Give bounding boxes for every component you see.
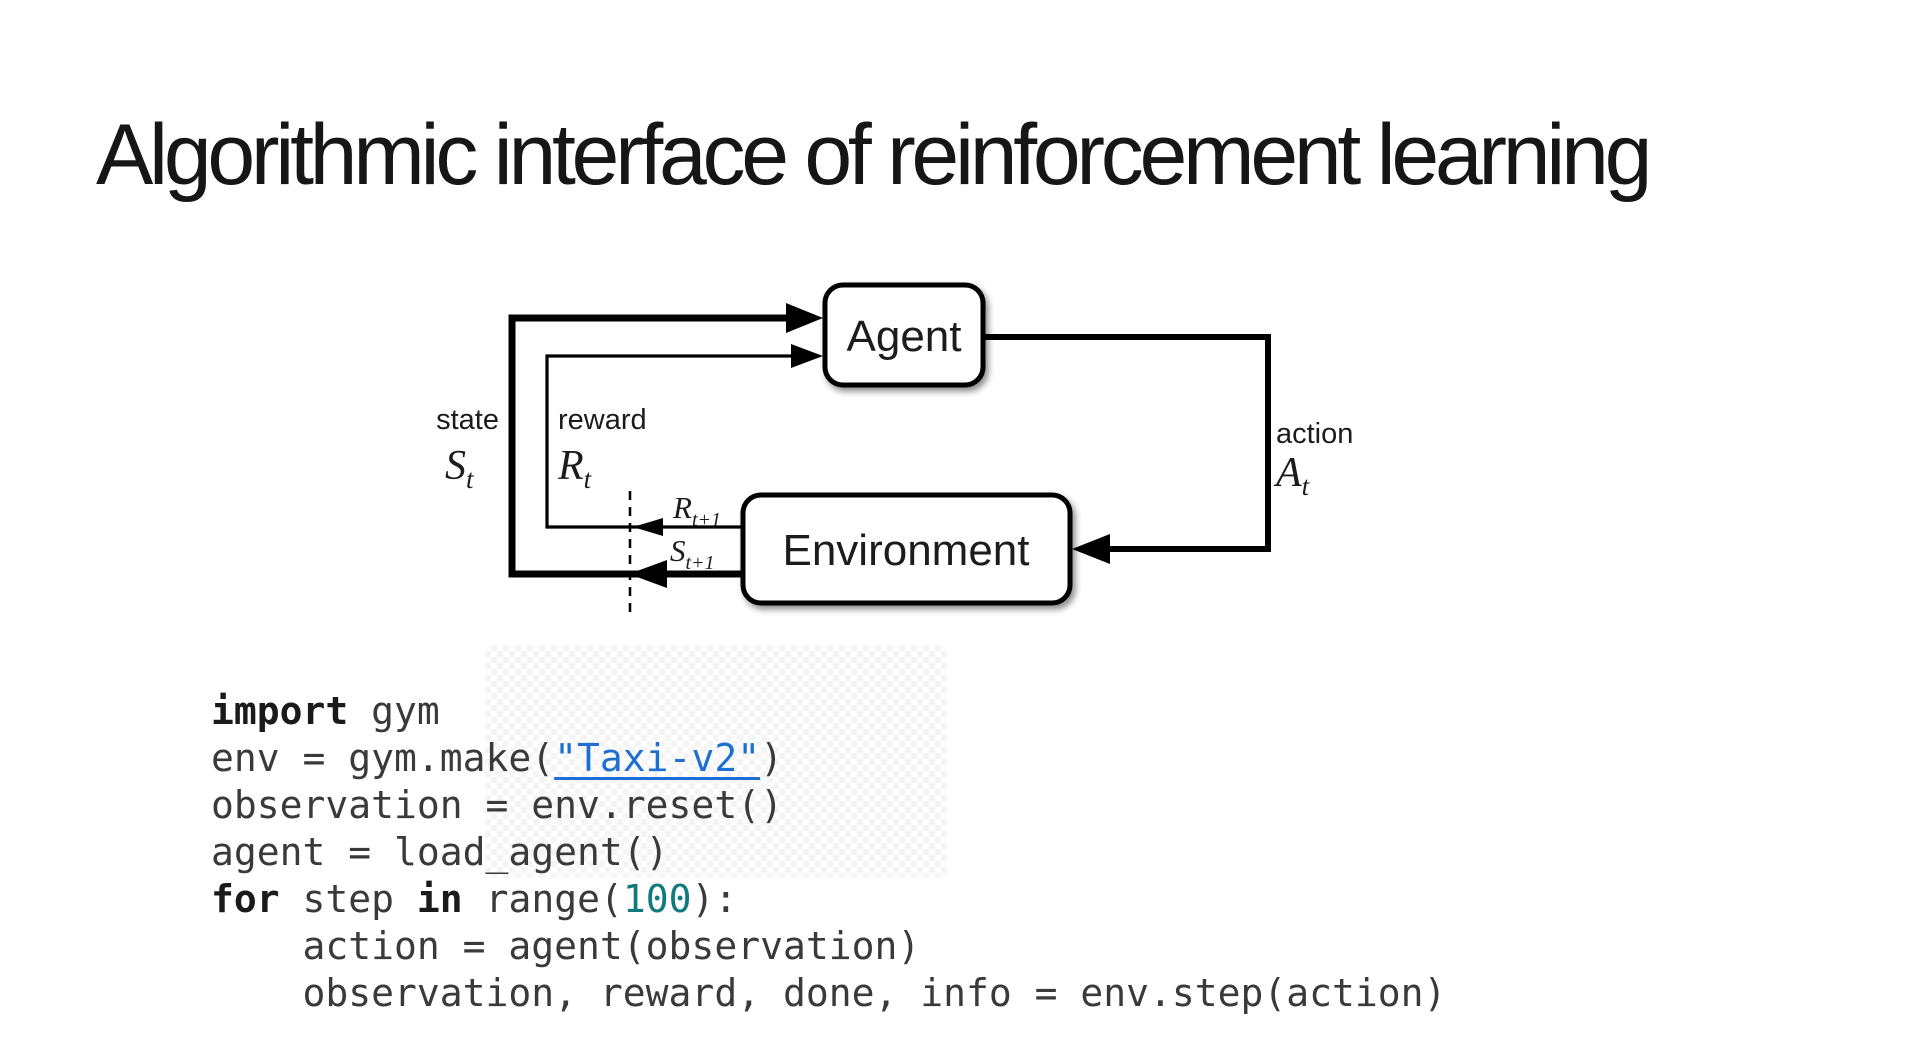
- action-symbol: At: [1273, 450, 1311, 501]
- state-label: state: [436, 404, 499, 436]
- code-token: gym: [348, 689, 440, 733]
- next-state-arrowhead: [629, 560, 667, 588]
- code-token: step: [279, 877, 417, 921]
- code-token: ):: [691, 877, 738, 921]
- transparency-checkerboard: [485, 645, 947, 878]
- code-line: import gym: [211, 688, 1446, 735]
- code-token: action = agent(observation): [211, 924, 921, 968]
- next-reward-symbol: Rt+1: [672, 490, 721, 531]
- code-token: range(: [462, 877, 623, 921]
- code-token: import: [211, 689, 349, 733]
- agent-label: Agent: [847, 312, 962, 361]
- code-token: 100: [622, 877, 692, 921]
- code-token: env = gym.make(: [211, 736, 555, 780]
- environment-box: [740, 492, 1073, 606]
- code-token: observation, reward, done, info = env.st…: [211, 971, 1447, 1015]
- code-token: observation = env.reset(): [211, 783, 783, 827]
- code-token: ): [760, 736, 783, 780]
- action-flow-line: [983, 334, 1271, 552]
- page-title: Algorithmic interface of reinforcement l…: [96, 106, 1652, 203]
- next-reward-arrowhead: [633, 518, 663, 536]
- code-line: observation = env.reset(): [211, 782, 1446, 829]
- code-line: observation, reward, done, info = env.st…: [211, 970, 1447, 1017]
- next-state-symbol: St+1: [670, 533, 715, 574]
- code-line: env = gym.make("Taxi-v2"): [211, 735, 1446, 782]
- rl-loop-diagram: Agent Environment state St reward Rt act…: [436, 282, 1353, 613]
- state-symbol: St: [445, 443, 475, 494]
- code-line: action = agent(observation): [211, 923, 1446, 970]
- code-token: agent = load_agent(): [211, 830, 669, 874]
- reward-symbol: Rt: [557, 443, 593, 494]
- action-arrowhead: [1072, 534, 1110, 564]
- code-token: in: [416, 877, 463, 921]
- state-arrowhead: [786, 303, 823, 333]
- code-token: for: [211, 877, 280, 921]
- code-line: agent = load_agent(): [211, 829, 1446, 876]
- reward-arrowhead: [791, 344, 823, 368]
- code-line: for step in range(100):: [211, 876, 1446, 923]
- taxi-v2-link[interactable]: "Taxi-v2": [554, 736, 761, 780]
- action-label: action: [1276, 418, 1353, 450]
- environment-label: Environment: [782, 526, 1029, 575]
- reward-label: reward: [558, 404, 647, 436]
- agent-box: [822, 282, 986, 388]
